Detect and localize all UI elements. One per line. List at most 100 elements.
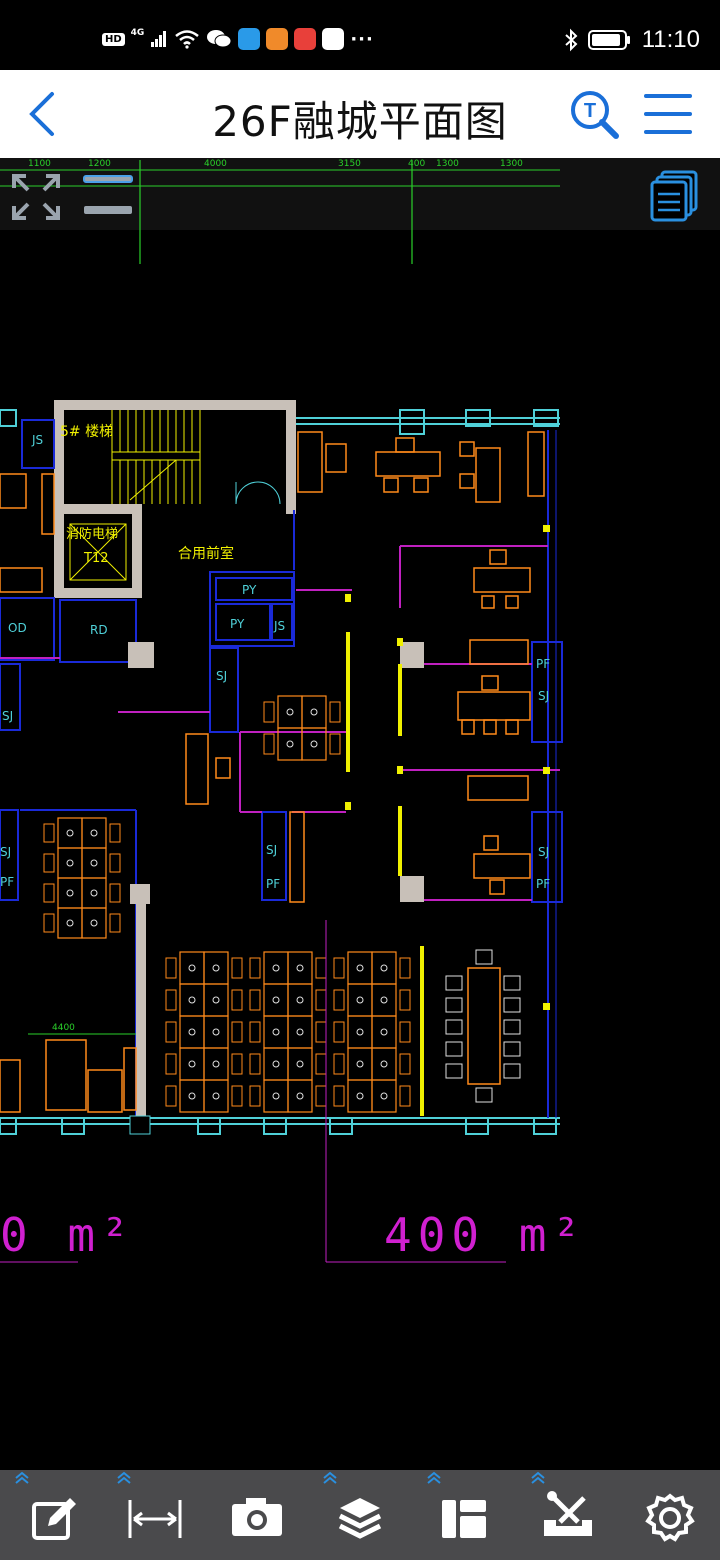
hamburger-icon: [644, 94, 692, 134]
office-chair: [249, 1085, 261, 1107]
room-code: RD: [90, 623, 108, 637]
workstation-desk: [81, 847, 107, 879]
workstation-desk: [263, 1047, 289, 1081]
workstation-desk: [347, 1079, 373, 1113]
room-code: PY: [230, 617, 245, 631]
workstation-chair: [212, 964, 220, 972]
gear-icon: [645, 1493, 695, 1542]
video-app-icon: [266, 28, 289, 50]
signal-icon: [151, 31, 167, 47]
workstation-chair: [380, 1028, 388, 1036]
office-chair: [315, 989, 327, 1011]
office-chair: [333, 1085, 345, 1107]
measure-tool-button[interactable]: [114, 1470, 194, 1560]
svg-text:T: T: [584, 100, 596, 122]
status-bar: HD 4G ··· 11:10: [0, 0, 720, 70]
workstation-desk: [371, 1047, 397, 1081]
dim-label: 1200: [88, 159, 111, 169]
workstation-desk: [347, 1047, 373, 1081]
office-chair: [165, 1085, 177, 1107]
workstation-chair: [296, 964, 304, 972]
workstation-chair: [212, 996, 220, 1004]
room-code: JS: [31, 433, 43, 447]
workstation-desk: [347, 1015, 373, 1049]
status-left: HD 4G ···: [102, 28, 374, 50]
search-text-button[interactable]: T: [566, 86, 622, 142]
toolbox-icon: [544, 1491, 592, 1536]
office-chair: [109, 883, 121, 903]
room-code: PF: [536, 657, 550, 671]
chevron-up-icon: [427, 1471, 441, 1484]
workstation-desk: [179, 1079, 205, 1113]
workstation-chair: [272, 964, 280, 972]
area-label-right: 400 m²: [384, 1208, 587, 1262]
workstation-chair: [380, 996, 388, 1004]
workstation-chair: [188, 1092, 196, 1100]
room-code: SJ: [0, 845, 11, 859]
workstation-desk: [179, 1015, 205, 1049]
workstation-desk: [287, 1015, 313, 1049]
exterior-walls: [0, 409, 560, 1135]
office-chair: [399, 1085, 411, 1107]
layout-list-button[interactable]: [648, 170, 700, 224]
network-type-label: 4G: [130, 28, 145, 38]
cad-drawing-canvas[interactable]: 1100 1200 4000 3150 400 1300 1300: [0, 158, 720, 1468]
workstation-desk: [203, 983, 229, 1017]
dim-label: 1300: [436, 159, 459, 169]
workstation-chair: [310, 740, 318, 748]
office-chair: [43, 853, 55, 873]
battery-icon: [587, 30, 630, 50]
room-code: PF: [536, 877, 550, 891]
fit-screen-button[interactable]: [8, 170, 64, 224]
stair-core: [54, 400, 296, 598]
workstation-chair: [296, 1092, 304, 1100]
workstation-desk: [203, 1015, 229, 1049]
zoom-slider-icon: [83, 175, 133, 214]
settings-button[interactable]: [630, 1470, 710, 1560]
measure-icon: [128, 1500, 182, 1538]
office-chair: [165, 1053, 177, 1075]
conference-chairs: [445, 949, 521, 1103]
office-chair: [333, 989, 345, 1011]
area-label-left: 0 m²: [0, 1208, 135, 1262]
workstation-desk: [179, 1047, 205, 1081]
workstation-chair: [212, 1092, 220, 1100]
furniture: [0, 431, 545, 1113]
camera-tool-button[interactable]: [216, 1470, 296, 1560]
room-code: PY: [242, 583, 257, 597]
workstation-chair: [188, 1060, 196, 1068]
yellow-markers: [345, 525, 550, 1010]
layers-tool-button[interactable]: [320, 1470, 400, 1560]
toolbox-button[interactable]: [528, 1470, 608, 1560]
workstation-clusters: [43, 695, 411, 1113]
workstation-desk: [371, 951, 397, 985]
camera-icon: [232, 1498, 282, 1536]
dim-label: 1100: [28, 159, 51, 169]
workstation-desk: [263, 1079, 289, 1113]
layout-tool-button[interactable]: [424, 1470, 504, 1560]
zoom-slider[interactable]: [80, 170, 136, 222]
columns: [128, 642, 424, 1116]
workstation-chair: [66, 919, 74, 927]
search-text-icon: T: [571, 91, 619, 139]
workstation-chair: [272, 996, 280, 1004]
office-chair: [399, 1021, 411, 1043]
room-code: SJ: [266, 843, 277, 857]
office-chair: [43, 823, 55, 843]
status-right: 11:10: [564, 26, 700, 54]
workstation-desk: [203, 1079, 229, 1113]
office-chair: [315, 957, 327, 979]
workstation-chair: [380, 1060, 388, 1068]
menu-button[interactable]: [640, 88, 696, 140]
edit-tool-button[interactable]: [12, 1470, 92, 1560]
workstation-desk: [277, 695, 303, 729]
title-bar: 26F融城平面图 T: [0, 70, 720, 158]
office-chair: [165, 957, 177, 979]
hd-icon: HD: [102, 32, 125, 46]
room-code: PF: [0, 875, 14, 889]
lobby-label: 合用前室: [178, 545, 234, 562]
wifi-icon: [175, 30, 200, 49]
back-button[interactable]: [18, 84, 66, 144]
layout-icon: [442, 1500, 486, 1538]
workstation-desk: [57, 877, 83, 909]
